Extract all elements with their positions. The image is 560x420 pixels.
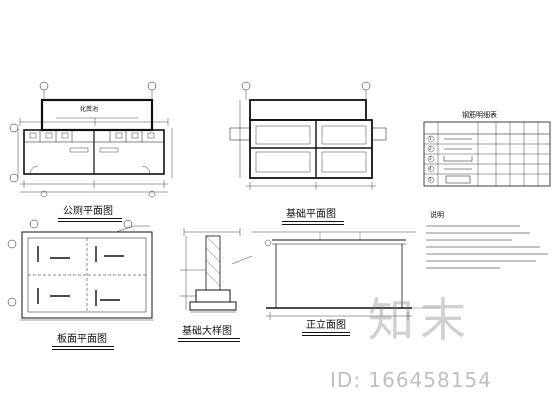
rebar-row-number: 5: [429, 177, 432, 182]
toilet-plan-title-underline-2: [58, 221, 122, 222]
toilet-plan-title-underline: [58, 218, 122, 219]
roof-plan-title-underline-2: [52, 349, 114, 350]
roof-plan-title: 板面平面图: [57, 334, 107, 345]
foundation-detail-title: 基础大样图: [182, 326, 232, 337]
rebar-row-number: 1: [429, 136, 432, 141]
foundation-detail-title-underline-2: [178, 341, 240, 342]
foundation-plan-title-underline: [282, 221, 344, 222]
rebar-row-number: 2: [429, 146, 432, 151]
front-elevation-drawing: [252, 231, 440, 320]
front-elevation-title-underline-2: [302, 335, 350, 336]
watermark-id: ID: 166458154: [330, 368, 492, 392]
foundation-plan-title: 基础平面图: [286, 209, 336, 220]
toilet-plan-title: 公厕平面图: [63, 206, 113, 217]
rebar-row-number: 3: [429, 156, 432, 161]
rebar-table-drawing: [423, 121, 551, 187]
foundation-plan-title-underline-2: [282, 224, 344, 225]
rebar-row-number: 4: [429, 166, 432, 171]
rebar-table-title: 钢筋明细表: [462, 111, 497, 119]
front-elevation-title-underline: [302, 332, 350, 333]
toilet-plan-drawing: [9, 81, 173, 198]
foundation-detail-title-underline: [178, 338, 240, 339]
notes-lines: [426, 225, 548, 269]
roof-plan-drawing: [7, 219, 154, 321]
toilet-plan-room-label: 化粪池: [80, 106, 99, 113]
watermark-logo: 知末: [368, 293, 472, 347]
foundation-plan-drawing: [229, 81, 387, 190]
notes-title: 说明: [430, 211, 444, 219]
front-elevation-title: 正立面图: [306, 320, 346, 331]
foundation-detail-drawing: [180, 228, 253, 313]
roof-plan-title-underline: [52, 346, 114, 347]
